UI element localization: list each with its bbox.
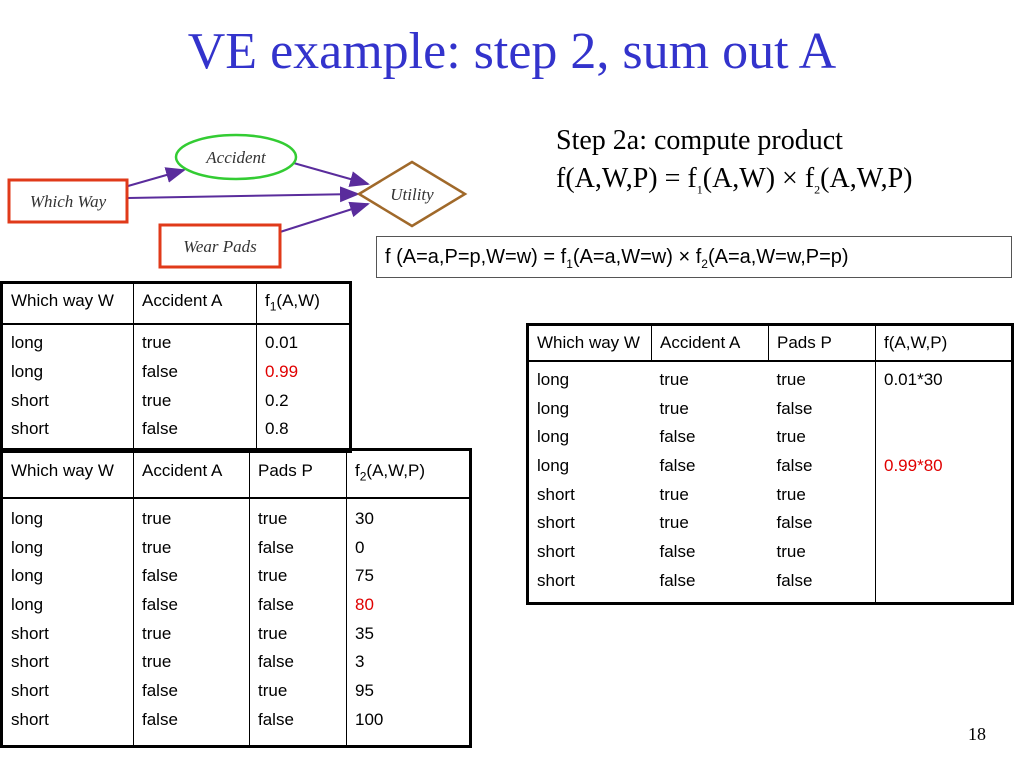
table-header-row: Which way W Accident A f1(A,W) [1,282,351,326]
influence-diagram: Accident Which Way Utility Wear Pads [7,133,468,269]
table-header-row: Which way W Accident A Pads P f2(A,W,P) [1,449,471,499]
step-line-2: f(A,W,P) = f1(A,W) × f2(A,W,P) [556,163,913,197]
table-f2: Which way W Accident A Pads P f2(A,W,P) … [0,448,472,748]
step-text: Step 2a: compute product f(A,W,P) = f1(A… [556,122,912,209]
wear-pads-label: Wear Pads [183,237,257,256]
header-which-way: Which way W [527,324,652,362]
highlighted-value: 80 [355,595,374,615]
highlighted-value: 0.99 [265,362,299,382]
formula-box: f (A=a,P=p,W=w) = f1(A=a,W=w) × f2(A=a,W… [376,236,1012,278]
header-pads: Pads P [768,324,876,362]
which-way-node [7,178,129,224]
arrow-whichway-utility [127,186,360,203]
header-accident: Accident A [651,324,769,362]
step-line-1: Step 2a: compute product [556,125,843,156]
table-product: Which way W Accident A Pads P f(A,W,P) l… [526,323,1014,605]
header-f1: f1(A,W) [256,282,351,326]
header-which-way: Which way W [1,449,134,499]
accident-label: Accident [205,148,267,167]
which-way-label: Which Way [30,192,107,211]
page-number: 18 [968,724,986,744]
arrow-accident-utility [289,161,370,187]
header-accident: Accident A [133,282,257,326]
highlighted-value: 0.99*80 [884,456,943,476]
arrow-wearpads-utility [279,201,370,233]
slide-title: VE example: step 2, sum out A [187,23,837,80]
header-which-way: Which way W [1,282,134,326]
utility-node [356,160,468,228]
accident-node [174,133,298,181]
header-pads: Pads P [249,449,347,499]
wear-pads-node [158,223,282,269]
header-accident: Accident A [133,449,250,499]
header-f2: f2(A,W,P) [346,449,471,499]
header-f: f(A,W,P) [875,324,1013,362]
arrow-whichway-accident [127,167,186,187]
table-header-row: Which way W Accident A Pads P f(A,W,P) [527,324,1013,362]
utility-label: Utility [390,185,434,204]
